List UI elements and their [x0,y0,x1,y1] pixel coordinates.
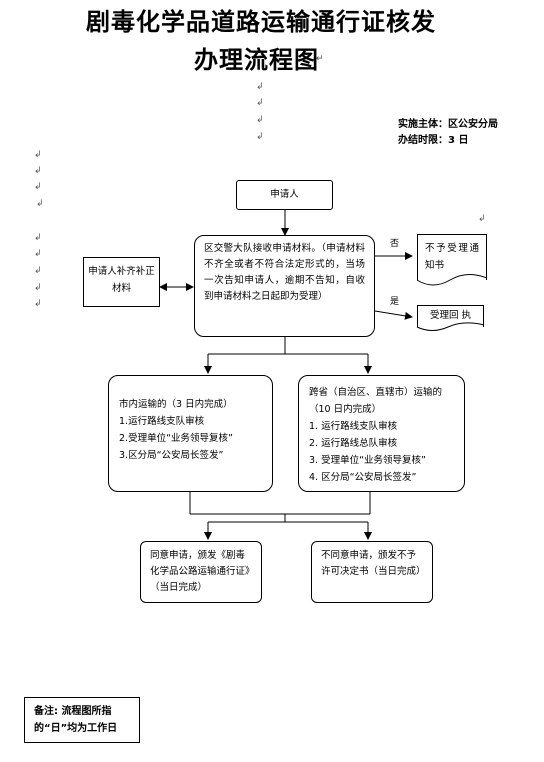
implementer-info: 实施主体：区公安分局 [398,119,498,130]
paragraph-mark: ↲ [34,299,42,309]
applicant-box: 申请人 [236,180,333,210]
footnote-text: 备注: 流程图所指的“日”均为工作日 [34,706,118,734]
paragraph-mark: ↲ [36,199,44,209]
city-step-1: 1.运行路线支队审核 [119,416,205,427]
deny-text: 不同意申请，颁发不予许可决定书（当日完成） [321,550,426,577]
label-yes: 是 [390,297,400,307]
paragraph-mark: ↲ [34,249,42,259]
paragraph-mark: ↲ [34,182,42,192]
accept-receipt-text: 受理回 执 [429,310,472,321]
accept-receipt-doc: 受理回 执 [417,305,484,327]
cross-step-4: 4. 区分局“公安局长签发” [309,472,417,483]
paragraph-mark: ↲ [34,150,42,160]
page-title-line2: 办理流程图 [194,46,319,74]
paragraph-mark: ↲ [34,283,42,293]
cross-province-title: 跨省（自治区、直辖市）运输的（10 日内完成） [309,387,443,415]
footnote-box: 备注: 流程图所指的“日”均为工作日 [24,697,140,743]
supplement-box: 申请人补齐补正材料 [83,257,160,307]
label-no: 否 [390,239,400,249]
paragraph-mark: ↲ [478,214,486,224]
deny-box: 不同意申请，颁发不予许可决定书（当日完成） [311,541,433,603]
approve-text: 同意申请，颁发《剧毒化学品公路运输通行证》（当日完成） [150,550,250,593]
receive-materials-text: 区交警大队接收申请材料。（申请材料不齐全或者不符合法定形式的，当场一次告知申请人… [204,243,365,302]
cross-province-box: 跨省（自治区、直辖市）运输的（10 日内完成） 1. 运行路线支队审核 2. 运… [298,375,465,492]
city-transport-box: 市内运输的（3 日内完成） 1.运行路线支队审核 2.受理单位“业务领导复核” … [108,375,273,492]
supplement-text: 申请人补齐补正材料 [88,266,155,294]
paragraph-mark: ↲ [34,166,42,176]
city-step-2: 2.受理单位“业务领导复核” [119,433,233,444]
paragraph-mark: ↲ [256,115,264,125]
receive-materials-box: 区交警大队接收申请材料。（申请材料不齐全或者不符合法定形式的，当场一次告知申请人… [194,235,375,337]
reject-notice-doc: 不予受理通知书 [417,234,487,280]
city-step-3: 3.区分局“公安局长签发” [119,450,224,461]
paragraph-mark: ↲ [256,98,264,108]
cross-step-3: 3. 受理单位“业务领导复核” [309,455,426,466]
paragraph-mark: ↲ [256,132,264,142]
approve-box: 同意申请，颁发《剧毒化学品公路运输通行证》（当日完成） [140,541,262,603]
reject-notice-text: 不予受理通知书 [425,243,479,271]
paragraph-mark: ↵ [424,12,432,22]
applicant-label: 申请人 [270,189,299,200]
city-transport-title: 市内运输的（3 日内完成） [119,399,233,410]
paragraph-mark: ↲ [34,266,42,276]
paragraph-mark: ↵ [316,54,324,64]
time-limit-info: 办结时限：3 日 [398,135,469,146]
paragraph-mark: ↲ [256,82,264,92]
page-title-line1: 剧毒化学品道路运输通行证核发 [86,8,436,36]
paragraph-mark: ↲ [34,233,42,243]
cross-step-1: 1. 运行路线支队审核 [309,421,398,432]
cross-step-2: 2. 运行路线总队审核 [309,438,398,449]
